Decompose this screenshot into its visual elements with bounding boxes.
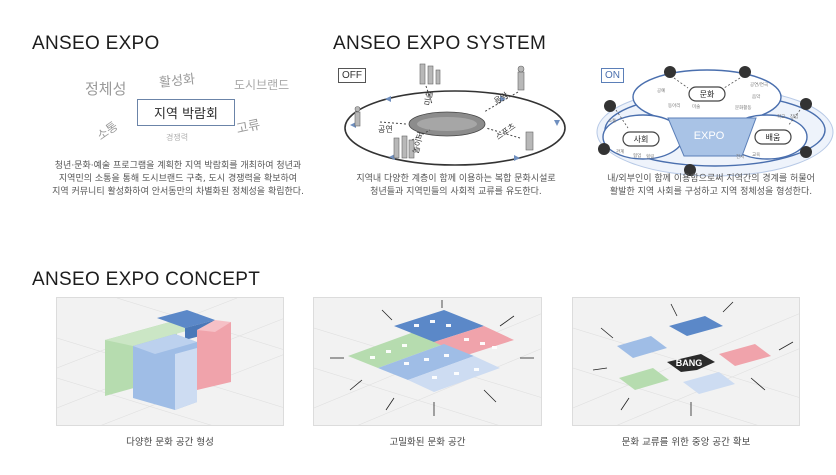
dark-blue-block <box>157 310 215 328</box>
concept-caption-3: 문화 교류를 위한 중앙 공간 확보 <box>621 437 751 448</box>
center-keyword-box: 지역 박람회 <box>137 99 235 126</box>
bang-center-block <box>667 354 715 372</box>
system-title: ANSEO EXPO SYSTEM <box>333 33 547 54</box>
bang-label: BANG <box>676 358 703 368</box>
blue-zone <box>378 344 474 380</box>
expo-title: ANSEO EXPO <box>32 33 160 54</box>
svg-text:음악: 음악 <box>752 93 760 100</box>
svg-text:학교: 학교 <box>777 113 785 120</box>
on-activity-arrows <box>615 77 801 129</box>
svg-text:미술: 미술 <box>692 103 700 110</box>
keyword: 정체성 <box>85 80 127 98</box>
expo-center-block <box>667 117 757 157</box>
light-blue-cluster <box>683 372 735 394</box>
keyword: 경쟁력 <box>166 133 189 142</box>
pink-cluster <box>719 344 771 366</box>
keyword: 도시브랜드 <box>234 78 290 92</box>
on-tag: ON <box>601 68 624 83</box>
on-label-society: 사회 <box>634 135 649 144</box>
svg-text:소통: 소통 <box>608 118 616 124</box>
grid-voids <box>370 320 497 379</box>
svg-text:힐링: 힐링 <box>646 153 654 160</box>
blue-block-top <box>133 334 197 354</box>
off-cycle-ring <box>344 90 566 166</box>
svg-text:문화활동: 문화활동 <box>735 104 752 111</box>
off-tag: OFF <box>338 68 366 83</box>
off-label: 미술 <box>422 90 434 106</box>
central-space-diagram: BANG <box>573 301 799 425</box>
activity-icon <box>598 66 812 176</box>
people-icon <box>354 63 534 159</box>
pink-block <box>197 322 231 390</box>
green-block-top <box>105 320 197 346</box>
svg-text:교육: 교육 <box>752 152 760 158</box>
concept-caption-1: 다양한 문화 공간 형성 <box>126 437 214 448</box>
concept-panel-1 <box>56 297 284 426</box>
concept-panel-2 <box>313 297 542 426</box>
svg-text:관계: 관계 <box>616 148 624 155</box>
activity-arrows <box>379 85 521 141</box>
svg-text:창업: 창업 <box>790 113 798 120</box>
concept-caption-2: 고밀화된 문화 공간 <box>389 437 466 448</box>
svg-text:동아리: 동아리 <box>668 102 680 109</box>
ring-direction-arrows <box>350 96 560 161</box>
pink-block-top <box>197 320 231 332</box>
stacked-volume-diagram <box>57 298 283 425</box>
center-aerial-photo <box>417 117 477 131</box>
outward-arrow <box>330 300 534 416</box>
off-description: 지역내 다양한 계층이 함께 이용하는 복합 문화시설로 청년들과 지역민들의 … <box>356 174 556 197</box>
on-label-expo: EXPO <box>694 130 725 142</box>
svg-text:공예: 공예 <box>657 87 665 94</box>
outward-arrow <box>592 301 794 416</box>
blue-cluster <box>617 336 667 358</box>
on-label-culture: 문화 <box>700 90 715 99</box>
expo-description: 청년·문화·예술 프로그램을 계획한 지역 박람회를 개최하여 청년과 지역민의… <box>52 161 304 197</box>
on-label-learning: 배움 <box>766 133 781 142</box>
svg-text:협업: 협업 <box>633 152 641 159</box>
on-small-labels: 공연/연극 공예 음악 동아리 미술 문화활동 소통 관계 협업 힐링 교육 창… <box>608 81 798 160</box>
concept-title: ANSEO EXPO CONCEPT <box>32 269 261 290</box>
svg-text:전시: 전시 <box>736 153 744 160</box>
green-cluster <box>619 368 669 390</box>
svg-text:공연/연극: 공연/연극 <box>750 81 768 88</box>
category-pills <box>622 86 792 147</box>
light-blue-block <box>175 348 197 410</box>
dense-grid-diagram <box>314 300 541 425</box>
off-label: 공연 <box>378 125 393 134</box>
concept-panel-3: BANG <box>572 297 800 426</box>
dark-blue-cluster <box>669 316 723 336</box>
on-description: 내/외부인이 함께 이용함으로써 지역간의 경계를 허물어 활발한 지역 사회를… <box>607 174 815 197</box>
dark-blue-zone <box>394 310 484 342</box>
